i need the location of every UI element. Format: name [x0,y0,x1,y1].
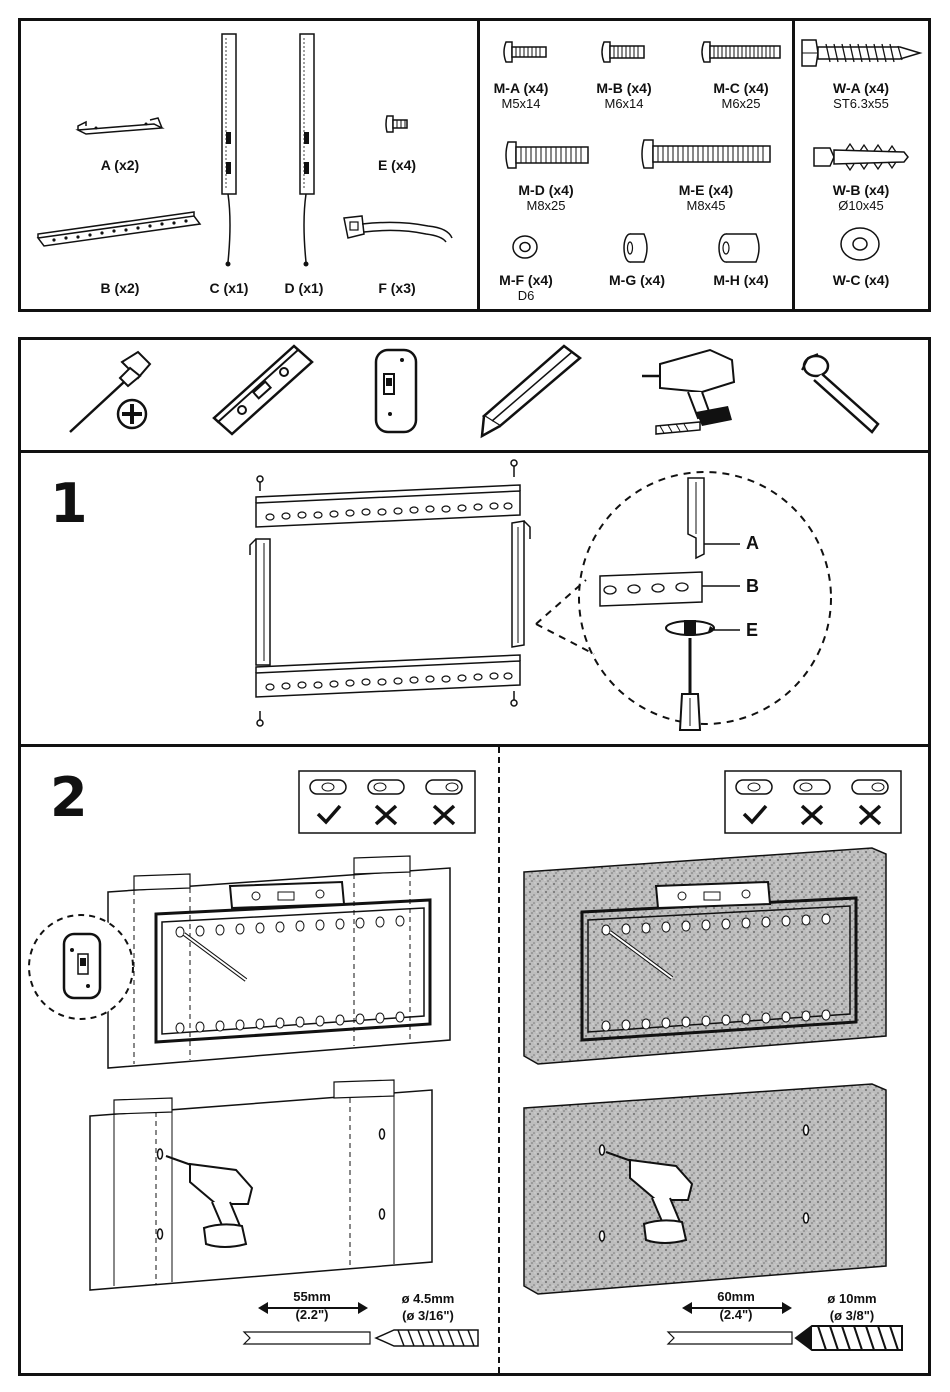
m-b-label: M-B (x4) [596,80,651,96]
step-1-detail-bubble [530,468,850,738]
w-c-label: W-C (x4) [833,272,890,288]
step-2-divider [498,747,500,1373]
stud-finder-detail-bubble [26,912,136,1022]
concrete-bit-diameter-in: (ø 3/8") [830,1307,874,1324]
phillips-screwdriver-icon [60,350,170,440]
step-1-mount-assembly-illustration [240,455,540,735]
wood-bit-diameter: ø 4.5mm [402,1290,455,1307]
screw-m-e-icon [640,138,774,170]
concrete-wall-mount-leveling-illustration [520,842,890,1072]
wall-anchor-w-b-icon [810,142,914,172]
concrete-bit-diameter: ø 10mm [827,1290,876,1307]
concrete-wall-drilling-illustration [520,1080,890,1300]
callout-a: A [746,533,759,554]
m-d-label: M-D (x4) [518,182,573,198]
m-c-size: M6x25 [721,96,760,111]
part-c-vertical-arm-icon [214,32,244,272]
m-e-label: M-E (x4) [679,182,733,198]
concrete-drill-bit-icon [666,1324,906,1352]
part-f-cable-tie-icon [338,212,458,252]
wood-depth-in: (2.2") [296,1307,329,1322]
m-f-label: M-F (x4) [499,272,553,288]
spacer-m-g-icon [622,230,652,266]
screw-m-d-icon [504,140,592,170]
washer-w-c-icon [838,226,882,262]
part-e-label: E (x4) [378,157,416,173]
lag-bolt-w-a-icon [800,36,924,70]
part-a-label: A (x2) [101,157,139,173]
m-a-size: M5x14 [501,96,540,111]
socket-wrench-icon [796,350,896,440]
spacer-m-h-icon [716,230,766,266]
washer-m-f-icon [510,234,540,260]
w-a-label: W-A (x4) [833,80,889,96]
w-b-label: W-B (x4) [833,182,890,198]
wood-bit-mm: ø 4.5mm [402,1291,455,1306]
wood-wall-drilling-illustration [86,1076,446,1296]
stud-finder-icon [372,346,422,436]
m-c-label: M-C (x4) [713,80,768,96]
part-a-bracket-icon [70,110,170,140]
part-b-rail-icon [34,210,204,250]
screw-m-b-icon [600,40,650,64]
m-g-label: M-G (x4) [609,272,665,288]
power-drill-icon [640,342,750,442]
m-e-size: M8x45 [686,198,725,213]
concrete-drill-depth: 60mm [717,1288,755,1305]
concrete-bit-mm: ø 10mm [827,1291,876,1306]
concrete-depth-in: (2.4") [720,1307,753,1322]
level-check-indicator-left [298,770,476,834]
w-b-size: Ø10x45 [838,198,884,213]
part-d-vertical-arm-icon [292,32,322,272]
concrete-bit-in: (ø 3/8") [830,1308,874,1323]
m-h-label: M-H (x4) [713,272,768,288]
m-b-size: M6x14 [604,96,643,111]
wood-wall-mount-leveling-illustration [100,852,460,1072]
concrete-drill-depth-in: (2.4") [720,1306,753,1323]
callout-b: B [746,576,759,597]
part-c-label: C (x1) [210,280,249,296]
wood-depth-mm: 55mm [293,1289,331,1304]
spirit-level-icon [208,340,318,440]
wood-drill-bit-icon [242,1326,482,1350]
m-a-label: M-A (x4) [494,80,549,96]
part-b-label: B (x2) [101,280,140,296]
part-f-label: F (x3) [378,280,415,296]
pencil-icon [476,342,586,442]
part-d-label: D (x1) [285,280,324,296]
part-e-screw-icon [383,112,413,136]
wood-bit-in: (ø 3/16") [402,1308,454,1323]
m-d-size: M8x25 [526,198,565,213]
screw-m-c-icon [700,40,784,64]
wood-bit-diameter-in: (ø 3/16") [402,1307,454,1324]
m-f-size: D6 [518,288,535,303]
w-a-size: ST6.3x55 [833,96,889,111]
concrete-depth-mm: 60mm [717,1289,755,1304]
step-2-number: 2 [50,766,88,829]
wood-drill-depth-in: (2.2") [296,1306,329,1323]
wood-drill-depth: 55mm [293,1288,331,1305]
screw-m-a-icon [502,40,552,64]
callout-e: E [746,620,758,641]
step-1-number: 1 [50,472,88,535]
level-check-indicator-right [724,770,902,834]
